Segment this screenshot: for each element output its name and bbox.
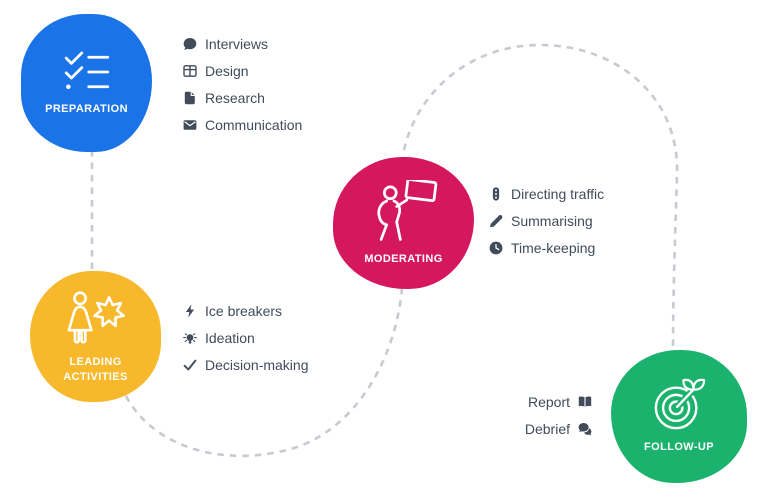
- list-item: Interviews: [183, 30, 302, 57]
- checkmark-icon: [183, 358, 197, 372]
- stage-circle-follow-up: FOLLOW-UP: [611, 350, 747, 483]
- stage-label-follow-up: FOLLOW-UP: [644, 441, 714, 454]
- envelope-icon: [183, 118, 197, 132]
- list-item: Design: [183, 57, 302, 84]
- traffic-light-icon: [489, 186, 503, 201]
- item-label: Report: [527, 393, 570, 410]
- item-label: Communication: [205, 116, 303, 133]
- stage-label-preparation: PREPARATION: [45, 102, 128, 115]
- stage-circle-moderating: MODERATING: [333, 157, 474, 289]
- item-label: Time-keeping: [511, 239, 596, 256]
- item-label: Debrief: [524, 420, 570, 437]
- clock-icon: [489, 241, 503, 255]
- moderating-item-list: Directing traffic Summarising Time-keepi…: [489, 180, 604, 261]
- list-item: Report: [528, 388, 592, 415]
- lightning-icon: [183, 303, 197, 318]
- connector-leading-to-moderating: [124, 287, 404, 458]
- list-item: Research: [183, 84, 302, 111]
- stage-label-moderating: MODERATING: [364, 252, 443, 265]
- chat-bubbles-icon: [578, 422, 592, 436]
- presenter-with-sign-icon: [368, 179, 440, 244]
- checklist-icon: [61, 50, 113, 94]
- list-item: Time-keeping: [489, 234, 604, 261]
- document-icon: [183, 91, 197, 105]
- pencil-icon: [489, 214, 503, 228]
- idea-bulb-icon: [183, 331, 197, 345]
- stage-circle-leading-activities: LEADING ACTIVITIES: [30, 271, 161, 402]
- list-item: Directing traffic: [489, 180, 604, 207]
- item-label: Research: [205, 89, 265, 106]
- list-item: Communication: [183, 111, 302, 138]
- open-book-icon: [578, 395, 592, 409]
- target-dart-icon: [650, 378, 708, 432]
- list-item: Decision-making: [183, 351, 308, 378]
- stage-label-leading-activities: LEADING ACTIVITIES: [63, 356, 128, 383]
- item-label: Ice breakers: [205, 302, 283, 319]
- list-item: Ice breakers: [183, 297, 308, 324]
- item-label: Decision-making: [205, 356, 309, 373]
- item-label: Ideation: [205, 329, 255, 346]
- preparation-item-list: Interviews Design Research Communication: [183, 30, 302, 138]
- table-icon: [183, 64, 197, 78]
- person-star-icon: [64, 289, 128, 347]
- follow-up-item-list: Report Debrief: [0, 388, 592, 442]
- speech-bubble-icon: [183, 37, 197, 51]
- item-label: Directing traffic: [511, 185, 605, 202]
- item-label: Summarising: [511, 212, 593, 229]
- list-item: Debrief: [525, 415, 592, 442]
- stage-circle-preparation: PREPARATION: [21, 14, 152, 152]
- leading-activities-item-list: Ice breakers Ideation Decision-making: [183, 297, 308, 378]
- list-item: Ideation: [183, 324, 308, 351]
- item-label: Design: [205, 62, 249, 79]
- item-label: Interviews: [205, 35, 269, 52]
- list-item: Summarising: [489, 207, 604, 234]
